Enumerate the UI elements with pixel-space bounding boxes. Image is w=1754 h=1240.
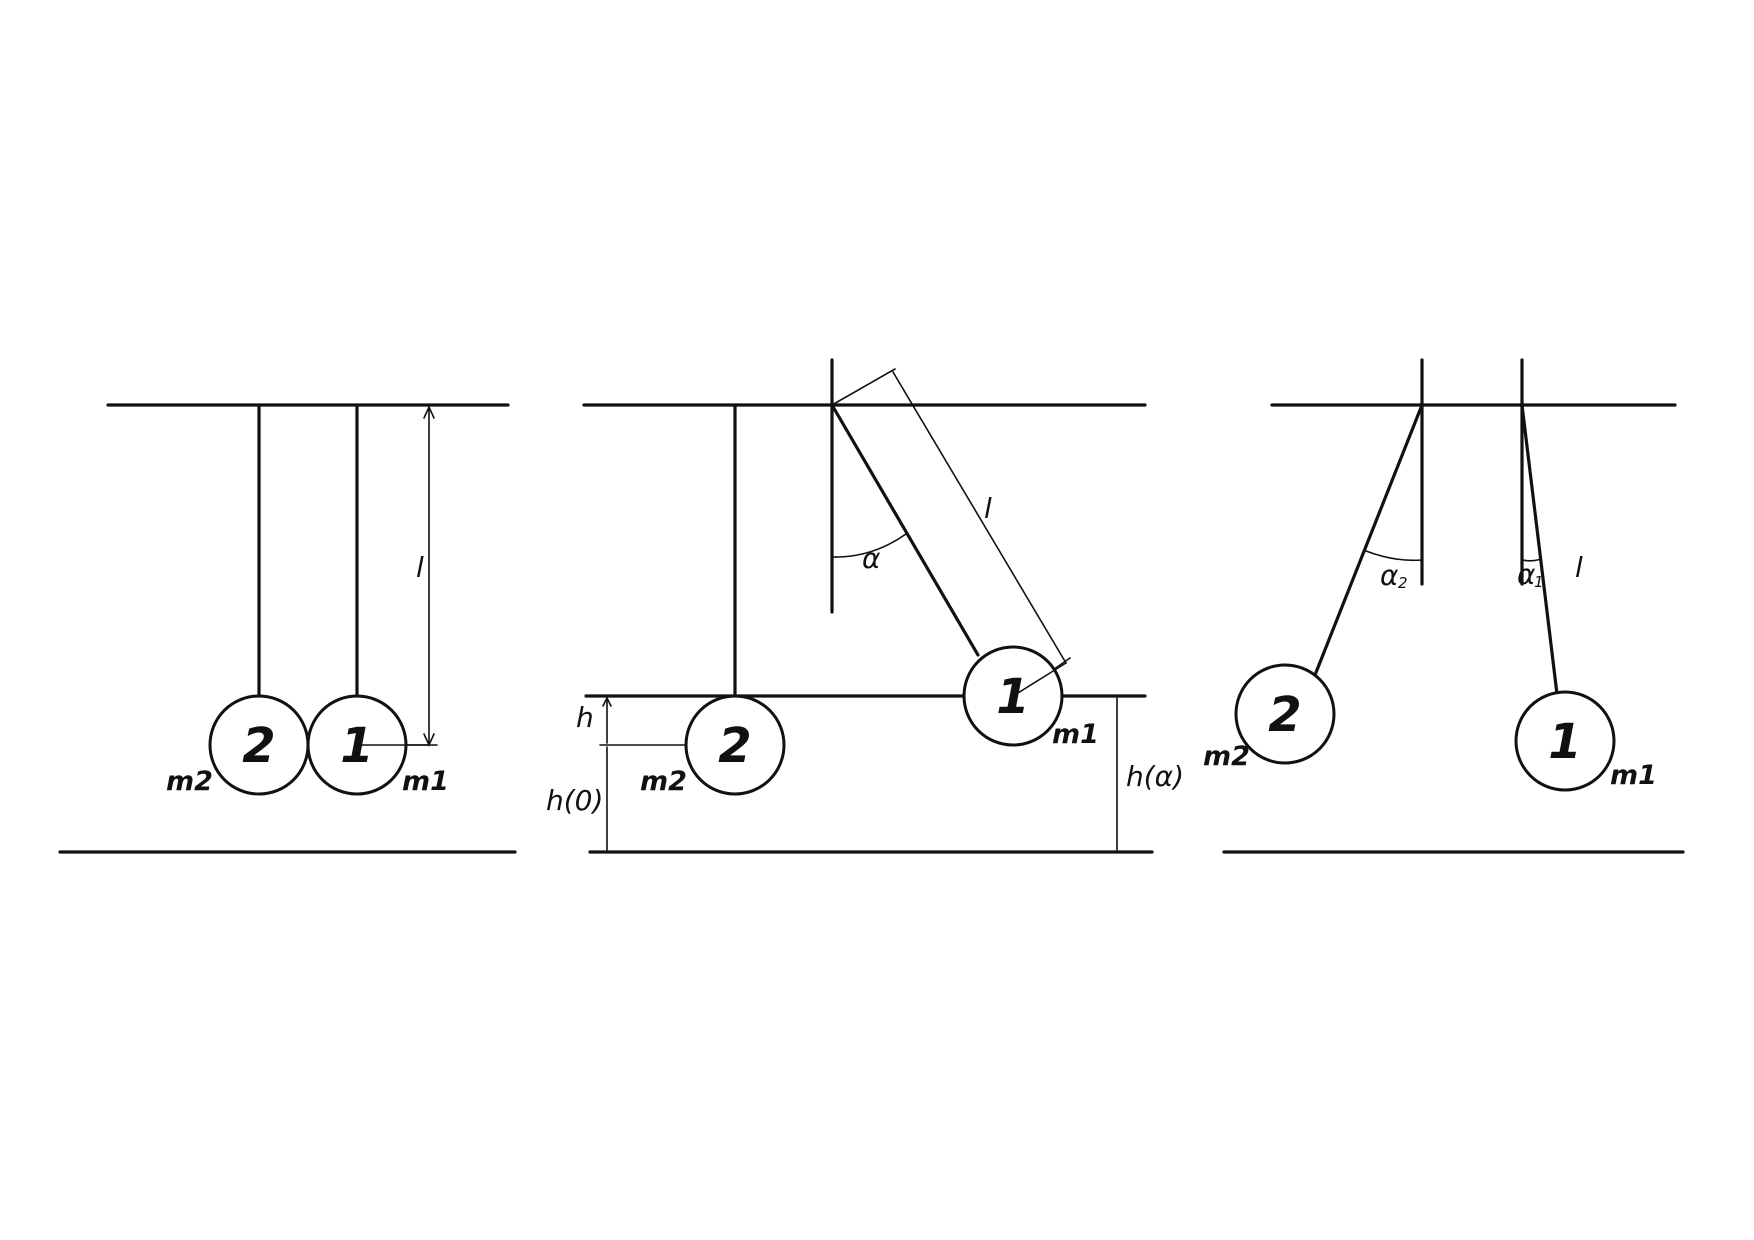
ball-1-number: 1 [340,718,373,774]
ball-1-radius-line [1012,662,1067,697]
angle-2-subscript: 2 [1398,574,1408,592]
length-dimension-line [892,371,1067,664]
angle-2-arc [1365,550,1423,562]
angle-1-label: α [1517,558,1536,591]
ball-2 [1234,663,1336,765]
ball-2-number: 2 [1268,687,1301,743]
angle-1-arc [1521,558,1542,562]
panel-raised: l α h h(0) h(α) 2 1 m2 m1 [546,358,1184,854]
mass-1-label: m1 [1610,760,1657,791]
string-2 [1313,403,1424,677]
mass-1-label: m1 [1052,719,1099,750]
mass-2-label: m2 [640,766,687,797]
angle-label: α [862,542,881,575]
angle-arc [831,533,907,558]
ball-1-number: 1 [996,669,1029,725]
ball-1 [1514,690,1616,792]
mass-2-label: m2 [1203,741,1250,772]
h-alpha-label: h(α) [1126,760,1184,793]
h0-label: h(0) [546,784,603,817]
angle-2-label: α [1380,559,1399,592]
ball-1-number: 1 [1548,714,1581,770]
length-extension-top [831,368,896,406]
arrowhead-top [423,405,435,419]
string-1 [1520,403,1559,696]
mass-1-label: m1 [402,766,449,797]
panel-after-collision: α 2 α 1 l 2 1 m2 m1 [1203,358,1685,854]
panel-rest: l 2 1 m2 m1 [58,403,517,854]
mass-2-label: m2 [166,766,213,797]
string-1 [830,403,980,657]
ball-2-number: 2 [242,718,275,774]
ball-2-number: 2 [718,718,751,774]
angle-1-subscript: 1 [1534,573,1544,591]
h-arrow-top [602,696,612,707]
length-label: l [1575,551,1583,584]
length-label: l [984,492,992,525]
h-label: h [576,701,594,734]
length-label: l [416,551,424,584]
ball-2 [684,694,786,796]
